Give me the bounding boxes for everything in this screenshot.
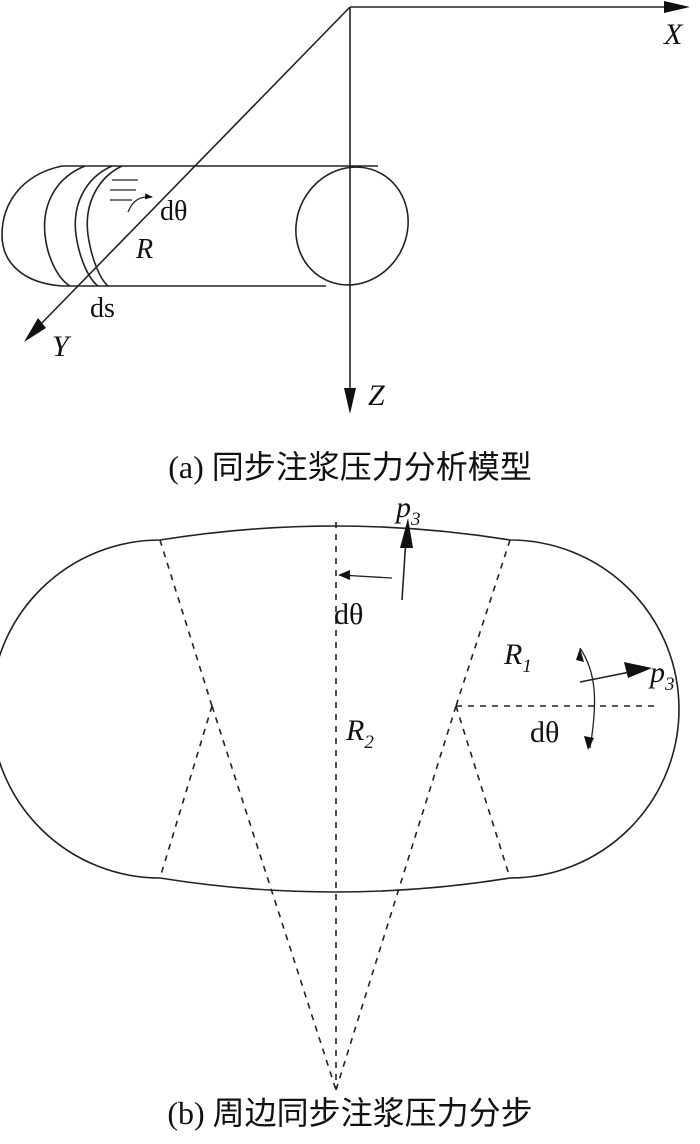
ring-line-1 xyxy=(43,165,86,287)
right-upper-dash xyxy=(455,539,511,707)
tunnel-cylinder xyxy=(1,165,409,287)
figure-a: X Z Y dθ R d xyxy=(1,1,690,485)
right-dtheta-arc xyxy=(579,647,596,749)
top-pressure-arrowhead xyxy=(400,518,413,548)
z-axis-arrowhead xyxy=(344,388,356,414)
left-upper-dash xyxy=(159,539,213,707)
dtheta-arc-a xyxy=(127,193,153,213)
right-long-dash xyxy=(335,705,457,1091)
x-axis-label: X xyxy=(663,18,684,51)
left-long-dash xyxy=(211,705,337,1091)
x-axis-arrowhead xyxy=(664,1,690,13)
p3-right-label: p3 xyxy=(648,656,675,695)
dtheta-right-label: dθ xyxy=(530,716,559,749)
p3-top-label: p3 xyxy=(394,491,421,530)
caption-b: (b) 周边同步注浆压力分步 xyxy=(167,1095,532,1131)
ring-line-2 xyxy=(74,165,113,287)
right-dtheta-arrowhead-2 xyxy=(576,648,584,662)
right-pressure-arrowhead xyxy=(624,662,652,678)
cylinder-front-edge xyxy=(1,165,63,287)
figure-b: p3 dθ R1 p3 dθ R2 (b) 周边同步注浆压力分步 xyxy=(0,491,680,1131)
z-axis-label: Z xyxy=(368,379,385,412)
cylinder-end-ellipse xyxy=(295,166,409,286)
right-dtheta-arrowhead xyxy=(584,736,594,750)
r2-label: R2 xyxy=(345,714,374,753)
top-pressure-shaft xyxy=(401,537,407,601)
y-axis-label: Y xyxy=(52,330,72,363)
y-axis-arrowhead xyxy=(24,318,46,342)
r1-label: R1 xyxy=(503,638,532,677)
ds-label: ds xyxy=(90,293,115,324)
left-lower-dash xyxy=(159,705,213,879)
ring-line-3 xyxy=(86,165,123,287)
radius-label-a: R xyxy=(135,234,153,265)
caption-a: (a) 同步注浆压力分析模型 xyxy=(168,449,532,485)
dtheta-top-label: dθ xyxy=(334,598,363,631)
dtheta-label-a: dθ xyxy=(160,196,187,227)
right-lower-dash xyxy=(455,705,511,879)
section-outline xyxy=(0,525,680,893)
y-axis-line xyxy=(37,6,351,328)
top-dtheta-arrowhead xyxy=(338,570,350,580)
